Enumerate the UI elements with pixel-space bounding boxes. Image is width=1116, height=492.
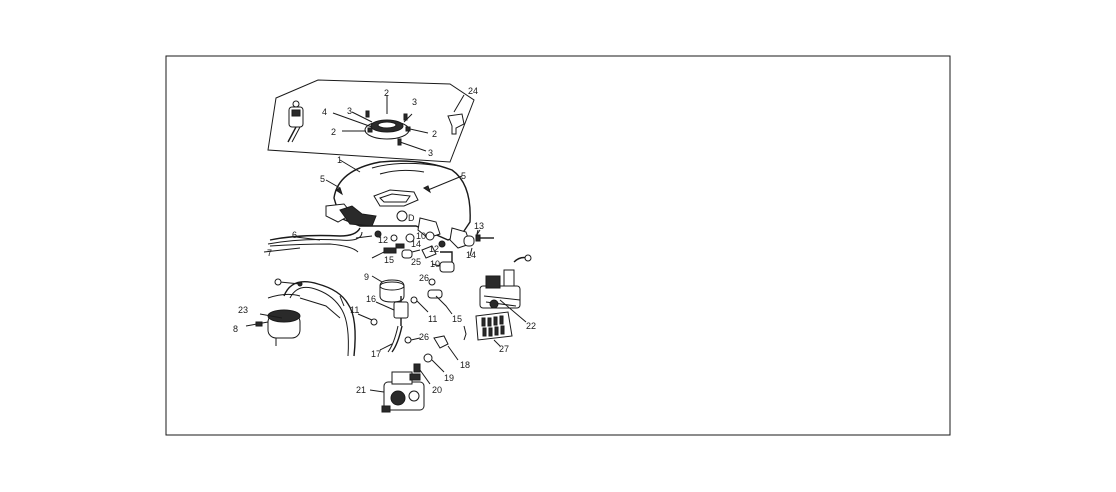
part-6-7-hoses	[263, 227, 363, 253]
fuel-cap-icon	[332, 95, 429, 152]
label-14: 14	[411, 239, 421, 249]
label-5: 5	[320, 174, 325, 184]
leader-lines	[355, 229, 479, 259]
label-11: 11	[350, 305, 359, 315]
diagram-frame	[165, 55, 951, 436]
part-10-26-clamps	[427, 261, 455, 315]
label-26: 26	[419, 273, 429, 283]
tank-hardware-12-13-14-25	[374, 229, 494, 259]
label-12: 12	[429, 244, 439, 254]
label-5: 5	[461, 171, 466, 181]
label-4: 4	[322, 107, 327, 117]
label-3: 3	[347, 106, 352, 116]
label-21: 21	[356, 385, 366, 395]
part-number-labels: 1 2 2 2 3 3 3 4 5 5 6 7 8 9 10 10 11 11 …	[233, 86, 536, 395]
part-15-elbow	[440, 251, 453, 262]
label-10: 10	[430, 259, 440, 269]
label-16: 16	[366, 294, 376, 304]
label-9: 9	[364, 272, 369, 282]
label-25: 25	[411, 257, 421, 267]
label-26: 26	[419, 332, 429, 342]
label-10: 10	[416, 231, 426, 241]
label-22: 22	[526, 321, 536, 331]
part-9-sleeve	[371, 275, 405, 303]
part-22-fuel-pump	[479, 254, 532, 323]
label-3: 3	[428, 148, 433, 158]
label-24: 24	[468, 86, 478, 96]
label-3: 3	[412, 97, 417, 107]
label-15: 15	[452, 314, 462, 324]
part-1-fuel-tank	[325, 159, 471, 249]
part-27-screw-set	[475, 311, 513, 347]
part-23-canister	[245, 278, 356, 357]
label-2: 2	[432, 129, 437, 139]
part-18-19-20-fittings	[413, 325, 467, 385]
label-2: 2	[331, 127, 336, 137]
label-8: 8	[233, 324, 238, 334]
label-D: D	[408, 213, 415, 223]
label-13: 13	[474, 221, 484, 231]
label-23: 23	[238, 305, 248, 315]
label-17: 17	[371, 349, 381, 359]
part-17-hose	[379, 325, 421, 353]
label-6: 6	[292, 230, 297, 240]
label-12: 12	[378, 235, 388, 245]
label-11: 11	[428, 314, 437, 324]
ignition-switch-icon	[287, 100, 304, 143]
label-14: 14	[466, 250, 476, 260]
label-2: 2	[384, 88, 389, 98]
label-20: 20	[432, 385, 442, 395]
part-16-fuel-filter	[357, 296, 429, 326]
part-24-key-set-panel	[267, 79, 475, 163]
part-21-throttle-body	[369, 371, 425, 413]
label-27: 27	[499, 344, 509, 354]
seat-lock-icon	[447, 94, 465, 135]
label-15: 15	[384, 255, 394, 265]
label-7: 7	[267, 248, 272, 258]
label-19: 19	[444, 373, 454, 383]
label-1: 1	[337, 155, 342, 165]
label-18: 18	[460, 360, 470, 370]
